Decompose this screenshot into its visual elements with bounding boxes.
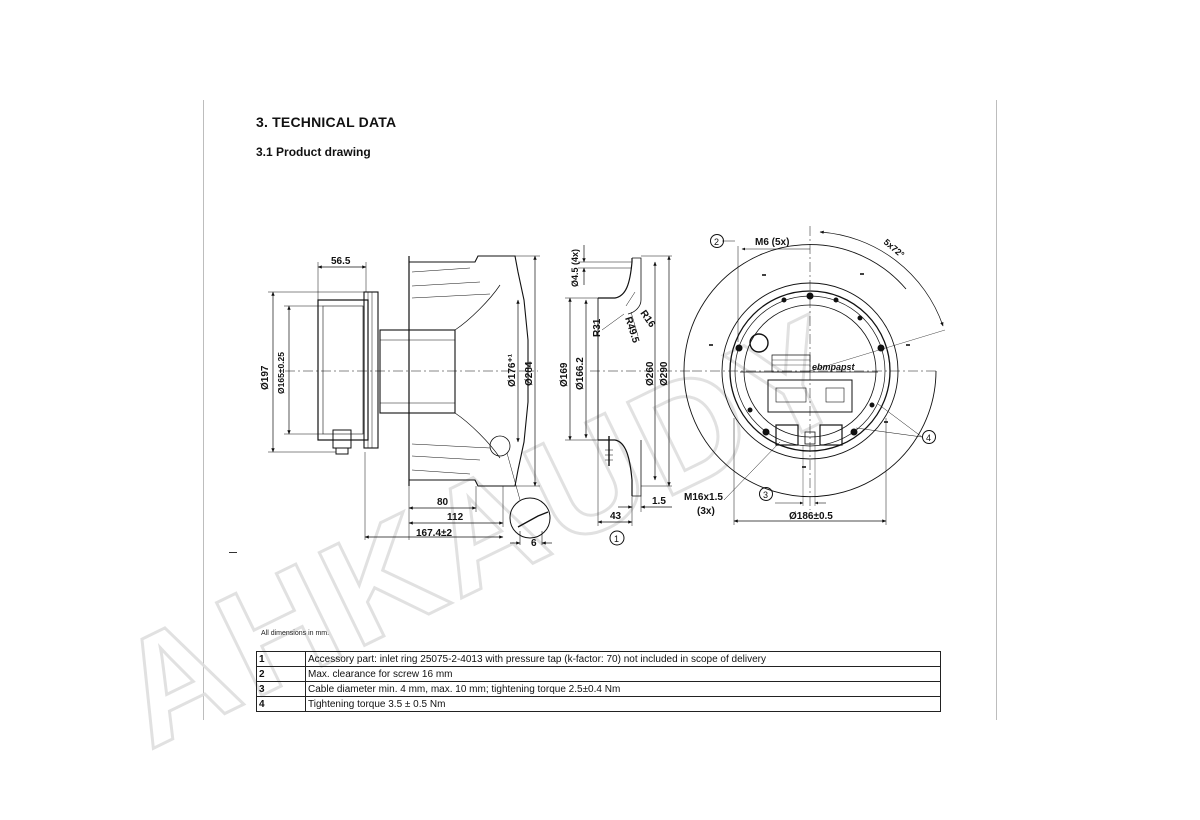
table-row: 2 Max. clearance for screw 16 mm bbox=[256, 666, 941, 682]
subsection-title: 3.1 Product drawing bbox=[256, 145, 371, 159]
legend-table: 1 Accessory part: inlet ring 25075-2-401… bbox=[256, 651, 941, 712]
front-view bbox=[683, 226, 946, 525]
dim-m16-qty: (3x) bbox=[697, 506, 715, 517]
dim-167-4: 167.4±2 bbox=[416, 528, 453, 539]
dim-r31: R31 bbox=[592, 318, 603, 337]
dimensions-note: All dimensions in mm. bbox=[261, 630, 330, 637]
dim-r16: R16 bbox=[638, 308, 658, 330]
dim-43: 43 bbox=[610, 511, 622, 522]
dim-197: Ø197 bbox=[260, 365, 271, 390]
legend-text: Tightening torque 3.5 ± 0.5 Nm bbox=[305, 696, 941, 712]
callout-2: 2 bbox=[714, 237, 719, 247]
legend-num: 4 bbox=[256, 696, 306, 712]
brand-label: ebmpapst bbox=[812, 362, 856, 372]
margin-dash bbox=[229, 552, 237, 553]
table-row: 1 Accessory part: inlet ring 25075-2-401… bbox=[256, 651, 941, 667]
callout-4: 4 bbox=[926, 433, 931, 443]
dim-6: 6 bbox=[531, 538, 537, 549]
side-view bbox=[268, 255, 552, 545]
section-title: 3. TECHNICAL DATA bbox=[256, 114, 397, 130]
dim-m16: M16x1.5 bbox=[684, 492, 723, 503]
table-row: 3 Cable diameter min. 4 mm, max. 10 mm; … bbox=[256, 681, 941, 697]
dim-angle: 5x72° bbox=[882, 237, 907, 260]
dim-176: Ø176⁺¹ bbox=[507, 353, 518, 387]
legend-text: Accessory part: inlet ring 25075-2-4013 … bbox=[305, 651, 941, 667]
dim-80: 80 bbox=[437, 497, 449, 508]
legend-num: 1 bbox=[256, 651, 306, 667]
page-right-border bbox=[996, 100, 997, 720]
callout-3: 3 bbox=[763, 490, 768, 500]
dim-284: Ø284 bbox=[524, 361, 535, 386]
dim-186: Ø186±0.5 bbox=[789, 511, 833, 522]
dim-56-5: 56.5 bbox=[331, 256, 351, 267]
legend-text: Cable diameter min. 4 mm, max. 10 mm; ti… bbox=[305, 681, 941, 697]
dim-4-5: Ø4.5 (4x) bbox=[570, 249, 580, 287]
dim-290: Ø290 bbox=[659, 361, 670, 386]
dim-169: Ø169 bbox=[559, 362, 570, 387]
dim-m6: M6 (5x) bbox=[755, 237, 789, 248]
callout-1: 1 bbox=[614, 534, 619, 544]
section-view bbox=[565, 245, 692, 546]
dim-166-2: Ø166.2 bbox=[575, 357, 586, 390]
legend-num: 3 bbox=[256, 681, 306, 697]
dim-260: Ø260 bbox=[645, 361, 656, 386]
legend-num: 2 bbox=[256, 666, 306, 682]
dim-1-5: 1.5 bbox=[652, 496, 666, 507]
dim-r49-5: R49.5 bbox=[622, 316, 641, 345]
table-row: 4 Tightening torque 3.5 ± 0.5 Nm bbox=[256, 696, 941, 712]
dim-165: Ø165±0.25 bbox=[276, 352, 286, 394]
legend-text: Max. clearance for screw 16 mm bbox=[305, 666, 941, 682]
dim-112: 112 bbox=[447, 512, 464, 523]
page-left-border bbox=[203, 100, 204, 720]
side-view-labels: 56.5 Ø197 Ø165±0.25 Ø176⁺¹ Ø284 80 112 1… bbox=[260, 256, 537, 549]
